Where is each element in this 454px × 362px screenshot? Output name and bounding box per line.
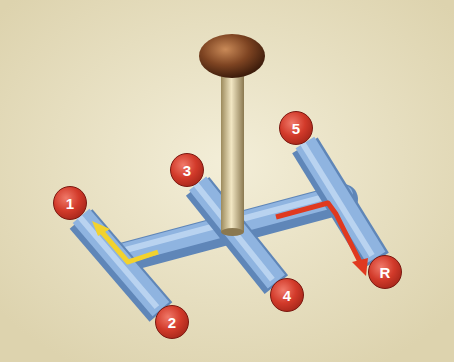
gear-circle: 2 xyxy=(155,305,189,339)
shift-gate xyxy=(301,140,376,260)
gear-label: 2 xyxy=(168,315,176,330)
gear-circle: 1 xyxy=(53,186,87,220)
gear-circle: 5 xyxy=(279,111,313,145)
gear-label: 1 xyxy=(66,196,74,211)
gear-circle: R xyxy=(368,255,402,289)
gear-label: R xyxy=(380,265,391,280)
shift-gate xyxy=(77,214,161,312)
gear-label: 5 xyxy=(292,121,300,136)
gear-circle: 4 xyxy=(270,278,304,312)
gear-label: 4 xyxy=(283,288,291,303)
gear-label: 3 xyxy=(183,163,191,178)
gear-circle: 3 xyxy=(170,153,204,187)
